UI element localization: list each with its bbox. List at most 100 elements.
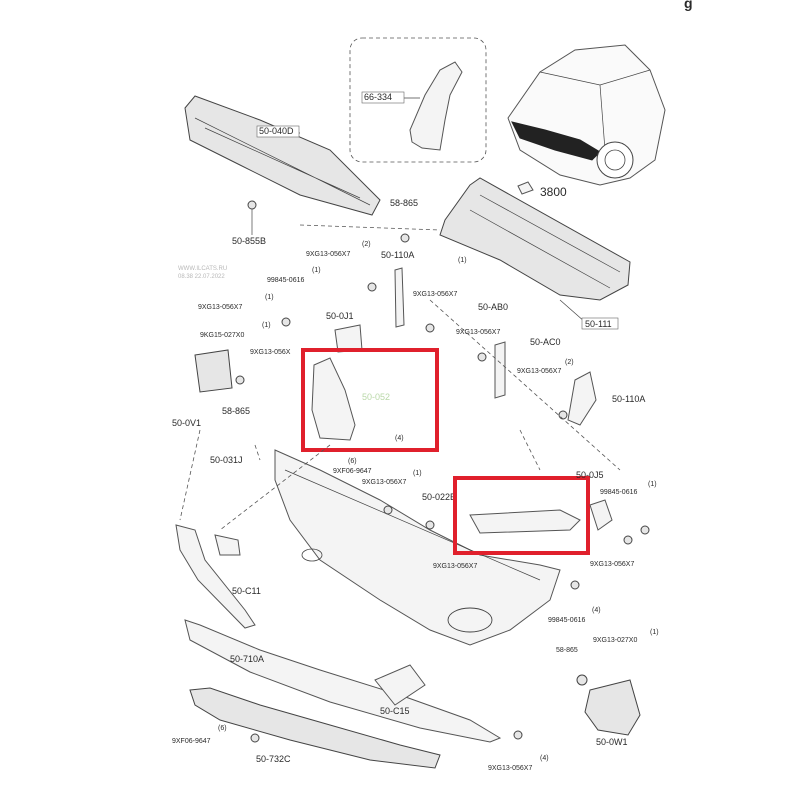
callout-50-732C: 50-732C: [256, 754, 291, 764]
watermark-line-1: WWW.ILCATS.RU: [178, 266, 227, 272]
part-50-0V1-module: [194, 349, 233, 393]
callout-50-0V1: 50-0V1: [172, 418, 201, 428]
highlight-box-lower: [453, 476, 590, 555]
clip-50-855B: [247, 200, 257, 210]
bolt-9XG13-k: [513, 730, 523, 740]
callout-99845-a: 99845-0616: [267, 277, 304, 284]
callout-9XG13-f: 9XG13-056X7: [517, 368, 561, 375]
callout-1f: (1): [648, 481, 657, 488]
callout-9XG13-j: 9XG13-027X0: [593, 637, 637, 644]
foglamp-opening-right: [447, 607, 493, 633]
callout-9KG15: 9KG15-027X0: [200, 332, 244, 339]
callout-1e: (1): [413, 470, 422, 477]
part-66-334-bracket: [409, 61, 463, 151]
callout-2b: (2): [565, 359, 574, 366]
part-50-0W1-module: [584, 679, 641, 736]
callout-9XF06-b: 9XF06-9647: [172, 738, 211, 745]
callout-box-50-111: [581, 317, 619, 330]
clip-50-022B: [425, 520, 435, 530]
callout-50-855B: 50-855B: [232, 236, 266, 246]
callout-9XG13-b: 9XG13-056X7: [198, 304, 242, 311]
callout-1g: (1): [650, 629, 659, 636]
bolt-9XG13-f: [558, 410, 568, 420]
part-50-110A-right-bracket: [567, 371, 597, 426]
clip-99845-a: [281, 317, 291, 327]
callout-58-865-left: 58-865: [222, 406, 250, 416]
grille-slot-left: [301, 548, 323, 562]
clip-99845-b: [640, 525, 650, 535]
part-50-0J5: [589, 499, 613, 531]
callout-1b: (1): [265, 294, 274, 301]
clip-58-865-upper: [400, 233, 410, 243]
callout-3800: 3800: [540, 185, 567, 199]
callout-4a: (4): [395, 435, 404, 442]
callout-box-50-040D: [256, 125, 300, 138]
part-50-110A-left-strip: [394, 267, 405, 328]
part-bumper-cover: [274, 449, 561, 646]
callout-58-865-upper: 58-865: [390, 198, 418, 208]
part-3800-reinforcement: [439, 177, 631, 301]
bumper-upper-line: [284, 469, 541, 581]
clip-58-865-left: [235, 375, 245, 385]
callout-50-0W1: 50-0W1: [596, 737, 628, 747]
bolt-9XG13-g: [383, 505, 393, 515]
callout-1d: (1): [262, 322, 271, 329]
bolt-9XG13-d: [477, 352, 487, 362]
part-3800-tab: [517, 181, 534, 195]
callout-50-AC0: 50-AC0: [530, 337, 561, 347]
callout-9XG13-e: 9XG13-056X: [250, 349, 291, 356]
leader-50-111: [559, 299, 586, 323]
bolt-9XG13-a: [367, 282, 377, 292]
callout-4c: (4): [540, 755, 549, 762]
callout-4b: (4): [592, 607, 601, 614]
part-50-AC0-strip: [494, 341, 506, 399]
part-50-C11-trim: [175, 524, 256, 629]
callout-9XG13-k: 9XG13-056X7: [488, 765, 532, 772]
watermark-line-2: 08.38 22.07.2022: [178, 274, 225, 280]
callout-box-66-334: [361, 91, 405, 104]
callout-50-C11: 50-C11: [232, 586, 261, 596]
callout-50-111: 50-111: [585, 319, 612, 329]
callout-50-0J5: 50-0J5: [576, 470, 604, 480]
callout-50-710A: 50-710A: [230, 654, 264, 664]
reinforcement-ribs: [469, 194, 621, 289]
part-50-0J1: [334, 324, 363, 353]
clip-9XF06-b: [250, 733, 260, 743]
callout-99845-b: 99845-0616: [600, 489, 637, 496]
callout-6a: (6): [348, 458, 357, 465]
callout-9XF06-a: 9XF06-9647: [333, 468, 372, 475]
callout-9XG13-i: 9XG13-056X7: [433, 563, 477, 570]
callout-6b: (6): [218, 725, 227, 732]
callout-50-AB0: 50-AB0: [478, 302, 508, 312]
inset-detail-box: [349, 37, 487, 163]
callout-2a: (2): [362, 241, 371, 248]
callout-50-C15: 50-C15: [380, 706, 410, 716]
callout-50-110A-left: 50-110A: [381, 250, 414, 260]
callout-50-052: 50-052: [362, 392, 390, 402]
part-50-710A-molding: [184, 619, 502, 743]
callout-50-040D: 50-040D: [259, 126, 294, 136]
part-50-C15-cover: [374, 664, 426, 706]
corner-glyph: g: [684, 0, 693, 11]
bolt-9XG13-h: [623, 535, 633, 545]
part-50-C11-clip: [214, 534, 241, 556]
callout-50-022B: 50-022B: [422, 492, 456, 502]
callout-9XG13-h: 9XG13-056X7: [590, 561, 634, 568]
vehicle-sketch: [507, 44, 666, 186]
callout-1c-pre: (1): [458, 257, 467, 264]
part-50-732C-skid: [189, 687, 441, 769]
clip-58-865-lower: [576, 674, 588, 686]
highlight-box-upper: [301, 348, 439, 452]
callout-9XG13-d: 9XG13-056X7: [456, 329, 500, 336]
part-50-052-bracket: [311, 357, 356, 441]
bolt-9XG13-c: [425, 323, 435, 333]
callout-99845-c: 99845-0616: [548, 617, 585, 624]
callout-9XG13-c: 9XG13-056X7: [413, 291, 457, 298]
callout-58-865-lower: 58-865: [556, 647, 578, 654]
part-lower-bracket: [469, 509, 581, 534]
callout-1a: (1): [312, 267, 321, 274]
callout-9XG13-g: 9XG13-056X7: [362, 479, 406, 486]
callout-50-031J: 50-031J: [210, 455, 243, 465]
